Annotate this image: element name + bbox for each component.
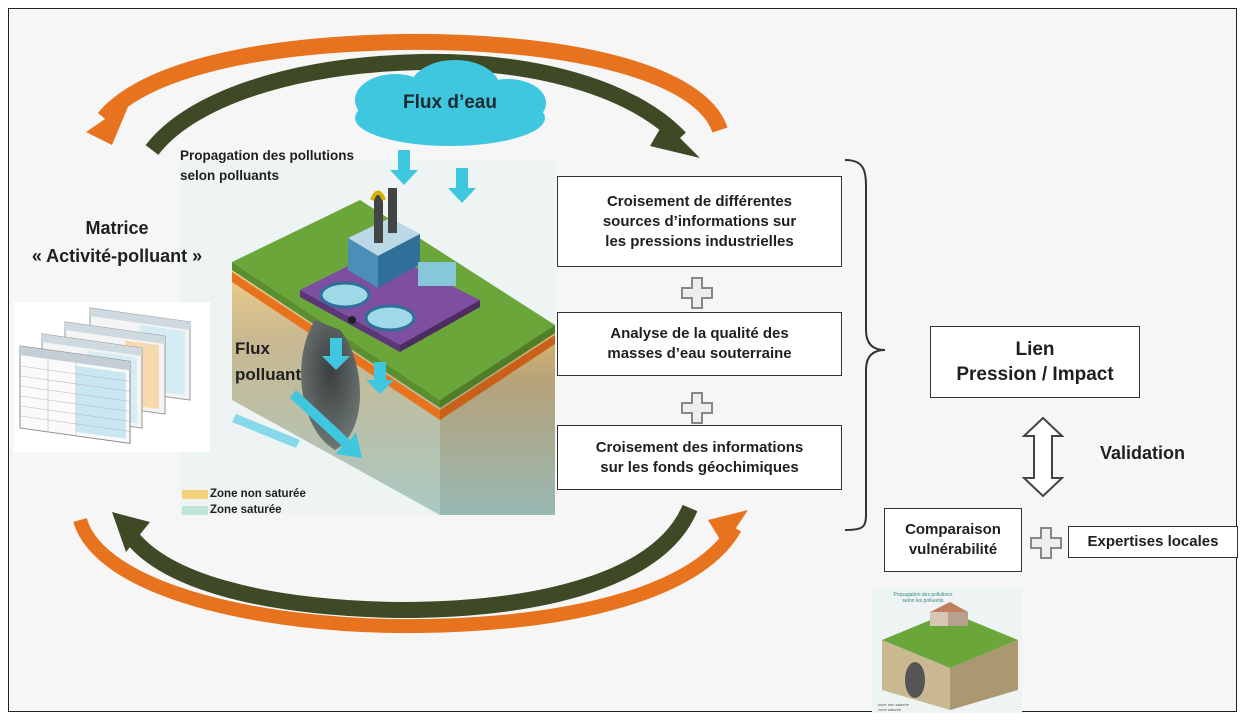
- legend-item-unsaturated: Zone non saturée: [182, 486, 306, 502]
- plus-icon-1: [681, 277, 713, 309]
- box-analyse-qualite: Analyse de la qualité des masses d’eau s…: [557, 312, 842, 376]
- legend: Zone non saturée Zone saturée: [182, 486, 306, 518]
- water-flux-label: Flux d’eau: [403, 92, 497, 113]
- thumbnail-legend: zone non saturée zone saturée: [878, 702, 909, 712]
- flow-arrows: [232, 150, 476, 458]
- top-orange-loop-arrow: [97, 33, 728, 134]
- water-flux-cloud: [355, 60, 546, 146]
- legend-swatch-saturated: [182, 505, 208, 515]
- thumbnail-diagram-icon: [872, 588, 1022, 713]
- legend-item-saturated: Zone saturée: [182, 502, 306, 518]
- top-green-arrowhead: [650, 122, 700, 158]
- bottom-green-loop-arrow: [121, 504, 698, 619]
- thumbnail-title-line-2: selon les polluants: [902, 598, 944, 604]
- top-orange-arrowhead: [86, 102, 130, 145]
- box-lien-pression-impact: Lien Pression / Impact: [930, 326, 1140, 398]
- right-brace: [844, 159, 886, 531]
- thumbnail-legend-line-2: zone saturée: [878, 707, 902, 712]
- propagation-label: Propagation des pollutions selon polluan…: [180, 148, 355, 183]
- legend-swatch-unsaturated: [182, 489, 208, 499]
- plus-icon-3: [1030, 527, 1062, 559]
- box-croisement-fonds: Croisement des informations sur les fond…: [557, 425, 842, 490]
- thumbnail-legend-line-1: zone non saturée: [878, 702, 909, 707]
- plus-icon-2: [681, 392, 713, 424]
- box-comparaison-vulnerabilite: Comparaison vulnérabilité: [884, 508, 1022, 572]
- validation-label: Validation: [1100, 443, 1186, 463]
- bottom-green-arrowhead: [112, 512, 150, 552]
- spreadsheet-stack-icon: [14, 302, 210, 452]
- validation-double-arrow-icon: [1021, 416, 1065, 498]
- pollutant-flux-label: Flux polluant: [235, 339, 302, 384]
- thumbnail-title-line-1: Propagation des pollutions: [893, 592, 953, 598]
- factory-icon: [300, 188, 480, 352]
- bottom-orange-arrowhead: [708, 510, 748, 546]
- box-croisement-sources: Croisement de différentes sources d’info…: [557, 176, 842, 267]
- bottom-orange-loop-arrow: [73, 517, 742, 634]
- top-green-loop-arrow: [145, 53, 686, 156]
- matrix-label: Matrice « Activité-polluant »: [31, 218, 203, 266]
- box-expertises-locales: Expertises locales: [1068, 526, 1238, 558]
- thumbnail-text: Propagation des pollutions selon les pol…: [888, 592, 958, 604]
